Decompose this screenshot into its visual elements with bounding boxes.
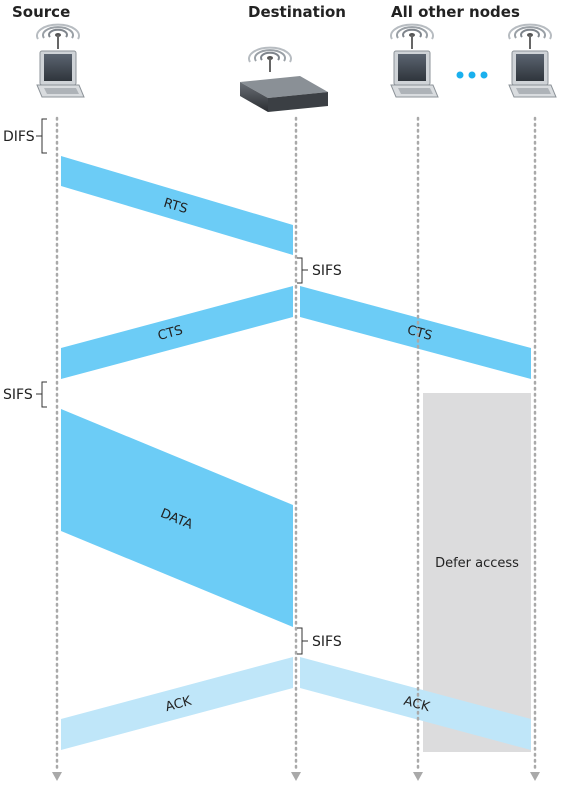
difs-bracket xyxy=(36,118,47,154)
other-node-arrowhead xyxy=(413,772,423,781)
cts-frame-other xyxy=(300,286,531,379)
destination-router-icon xyxy=(240,46,328,112)
source-laptop-icon xyxy=(37,25,84,97)
other-node-laptop-icon xyxy=(391,25,438,97)
ack-frame-source xyxy=(61,657,293,750)
other-node-laptop-icon-2 xyxy=(509,25,556,97)
sifs-bracket-2 xyxy=(36,381,47,408)
ack-frame-other xyxy=(300,657,531,750)
more-nodes-dots-icon xyxy=(456,71,488,79)
cts-label-source: CTS xyxy=(156,323,184,344)
defer-access-region xyxy=(423,393,531,752)
header-destination: Destination xyxy=(248,3,346,21)
cts-label-other: CTS xyxy=(405,323,433,344)
sifs-bracket-3 xyxy=(297,627,308,655)
ack-label-other: ACK xyxy=(402,694,432,715)
ack-label-source: ACK xyxy=(164,694,194,715)
data-frame xyxy=(61,409,293,627)
source-arrowhead xyxy=(52,772,62,781)
rts-label: RTS xyxy=(162,196,190,217)
defer-access-label: Defer access xyxy=(435,556,519,571)
cts-frame-source xyxy=(61,286,293,379)
sifs-label-2: SIFS xyxy=(3,387,33,403)
rts-frame xyxy=(61,156,293,255)
difs-label: DIFS xyxy=(3,129,35,145)
sifs-label-3: SIFS xyxy=(312,634,342,650)
header-other-nodes: All other nodes xyxy=(391,3,520,21)
timelines xyxy=(52,116,540,781)
header-source: Source xyxy=(12,3,71,21)
sifs-bracket-1 xyxy=(297,257,308,284)
destination-arrowhead xyxy=(291,772,301,781)
other-node-arrowhead-2 xyxy=(530,772,540,781)
sifs-label-1: SIFS xyxy=(312,263,342,279)
